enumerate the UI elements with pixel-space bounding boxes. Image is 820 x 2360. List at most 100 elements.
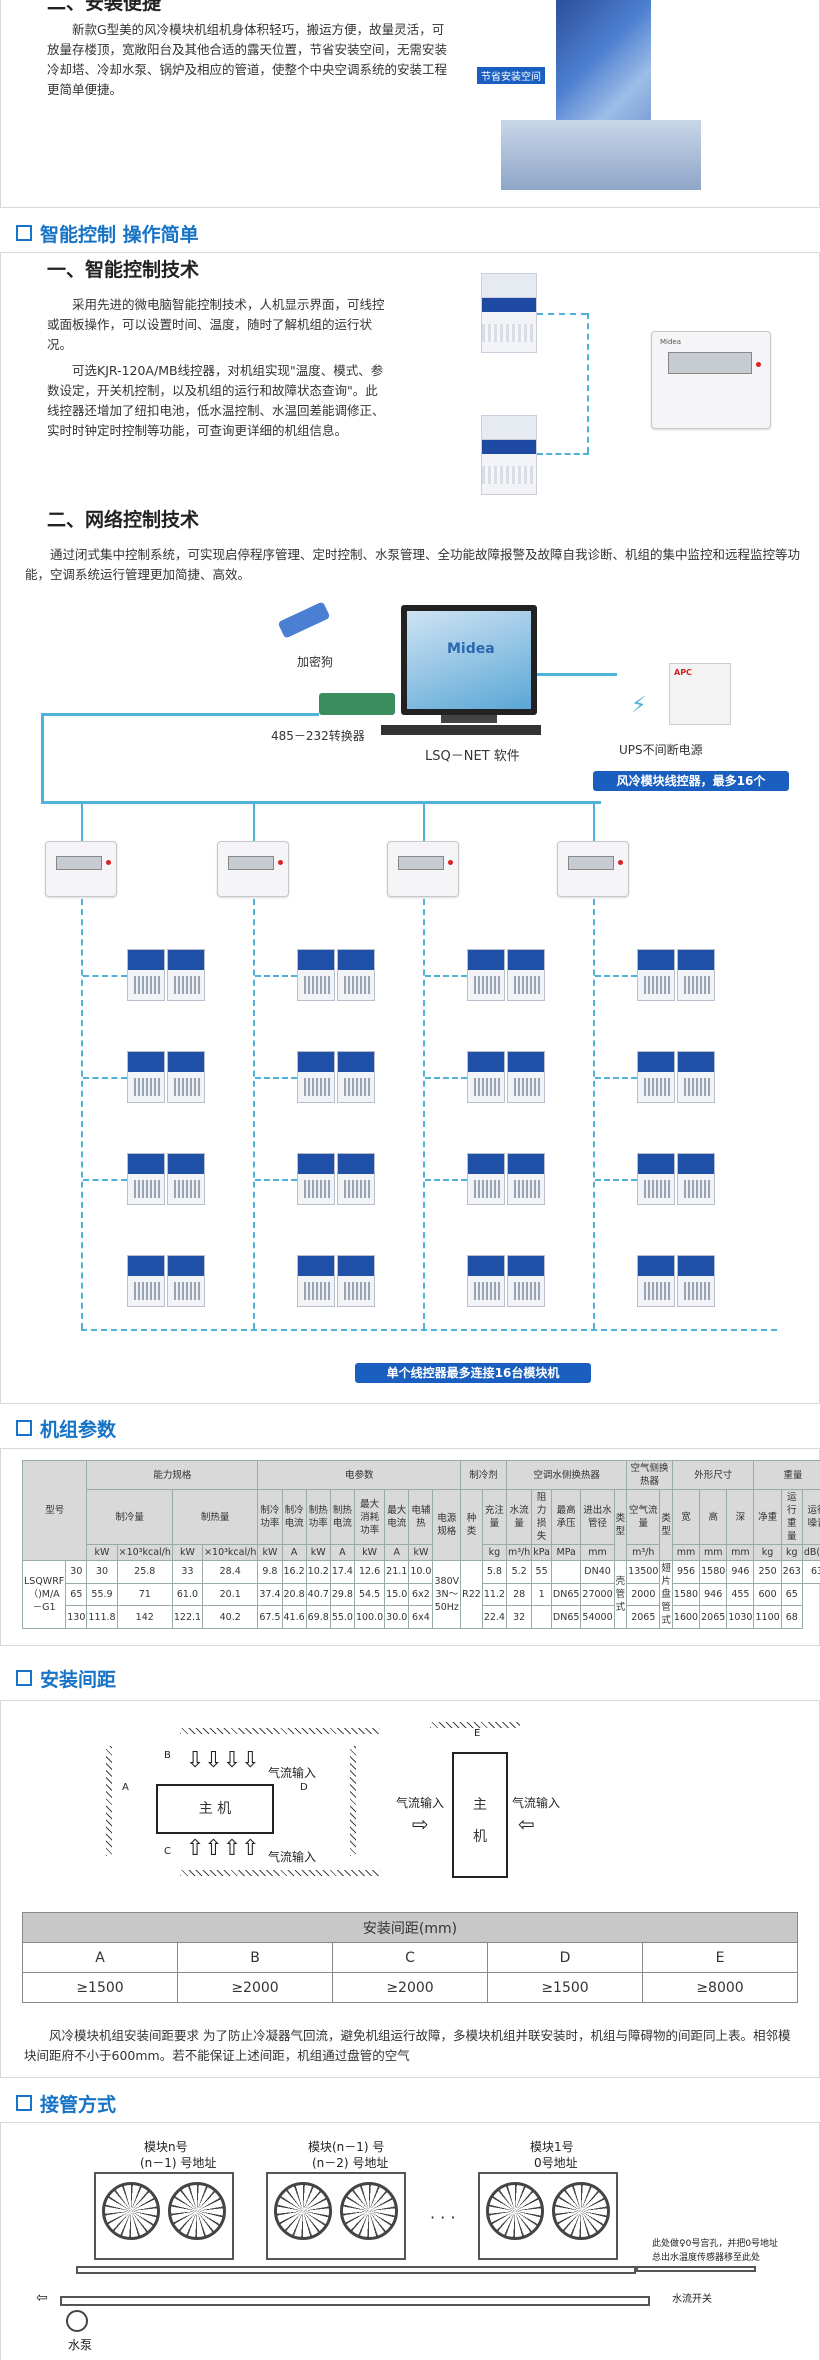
th-unit: kW xyxy=(257,1544,283,1561)
cell: 54.5 xyxy=(353,1582,386,1607)
wall-hatch xyxy=(106,1746,112,1856)
module-wire xyxy=(83,975,127,977)
module-unit xyxy=(467,1051,545,1103)
smart-control-p1: 采用先进的微电脑智能控制技术，人机显示界面，可线控或面板操作，可以设置时间、温度… xyxy=(47,297,385,352)
module-unit xyxy=(127,949,205,1001)
install-body: 新款G型美的风冷模块机组机身体积轻巧，搬运方便，故量灵活，可放量存楼顶，宽敞阳台… xyxy=(47,22,448,97)
flow-switch-label: 水流开关 xyxy=(672,2294,712,2305)
th-dimensions: 外形尺寸 xyxy=(671,1460,755,1490)
cell: 68 xyxy=(780,1605,803,1629)
label-d: D xyxy=(300,1782,308,1793)
spacing-title-text: 安装间距 xyxy=(40,1668,117,1691)
cell: 130 xyxy=(65,1605,88,1629)
th-unit: ×10³kcal/h xyxy=(202,1544,259,1561)
module-wire xyxy=(255,1077,297,1079)
cell: DN40 xyxy=(580,1560,615,1584)
title-square-icon xyxy=(16,225,32,241)
cell: 25.8 xyxy=(116,1560,173,1584)
building-base-image xyxy=(501,120,701,190)
cell xyxy=(550,1560,582,1584)
cell: 5.2 xyxy=(505,1560,533,1584)
wall-hatch xyxy=(180,1870,380,1876)
th: 空气流量 xyxy=(626,1489,661,1545)
th: 最大消耗功率 xyxy=(353,1489,386,1545)
spacing-table-title: 安装间距(mm) xyxy=(22,1912,798,1943)
mod-n-label: 模块n号 xyxy=(144,2140,188,2154)
cell: 9.8 xyxy=(257,1560,283,1584)
pipe-outlet xyxy=(636,2266,756,2272)
bus-line xyxy=(41,713,319,716)
module-wire xyxy=(595,975,637,977)
cell xyxy=(531,1605,552,1629)
cell: 63 xyxy=(801,1560,820,1584)
cell: 1100 xyxy=(753,1605,782,1629)
cell: 2065 xyxy=(626,1605,661,1629)
cell: 6x4 xyxy=(408,1605,434,1629)
cell: 30 xyxy=(65,1560,88,1584)
title-square-icon xyxy=(16,2095,32,2111)
th-water-hx: 空调水侧换热器 xyxy=(505,1460,628,1490)
cell: 263 xyxy=(780,1560,803,1584)
pipe-section-title: 接管方式 xyxy=(16,2090,116,2116)
title-square-icon xyxy=(16,1670,32,1686)
th-unit: mm xyxy=(699,1544,728,1561)
fan-icon xyxy=(486,2182,544,2240)
keyboard-image xyxy=(381,725,541,735)
ups-brand: APC xyxy=(674,668,692,677)
arrow-left-icon: ⇦ xyxy=(518,1812,535,1836)
th-unit: A xyxy=(384,1544,410,1561)
cell: 956 xyxy=(671,1560,701,1584)
control-panel: 一、智能控制技术 采用先进的微电脑智能控制技术，人机显示界面，可线控或面板操作，… xyxy=(0,252,820,1404)
spacing-table: 安装间距(mm) A B C D E ≥1500 ≥2000 ≥2000 ≥15… xyxy=(22,1912,798,2003)
th: 电辅热 xyxy=(408,1489,434,1545)
cell: 21.1 xyxy=(384,1560,410,1584)
host-box-vertical: 主 机 xyxy=(452,1752,508,1878)
cell: 1600 xyxy=(671,1605,701,1629)
module-wire xyxy=(423,899,425,1329)
cell: 946 xyxy=(726,1560,755,1584)
pipe-note-2: 总出水温度传感器移至此处 xyxy=(652,2253,761,2263)
cell: 17.4 xyxy=(329,1560,355,1584)
network-control-p: 通过闭式集中控制系统，可实现启停程序管理、定时控制、水泵管理、全功能故障报警及故… xyxy=(25,547,801,582)
module-controller-4 xyxy=(557,841,629,897)
cell: 250 xyxy=(753,1560,782,1584)
converter-image xyxy=(319,693,395,715)
bus-line xyxy=(41,801,601,804)
th: 最大电流 xyxy=(384,1489,410,1545)
th-unit: mm xyxy=(726,1544,755,1561)
cell: 12.6 xyxy=(353,1560,386,1584)
th: 进出水管径 xyxy=(580,1489,615,1545)
cell: DN65 xyxy=(550,1582,582,1607)
software-label: LSQ－NET 软件 xyxy=(425,749,520,764)
cell: 37.4 xyxy=(257,1582,283,1607)
install-heading: 二、安装便捷 xyxy=(47,0,162,14)
module-controller-2 xyxy=(217,841,289,897)
cell: 40.2 xyxy=(202,1605,259,1629)
lightning-icon: ⚡ xyxy=(631,693,647,718)
cell: 65 xyxy=(780,1582,803,1607)
pump-label: 水泵 xyxy=(68,2338,93,2352)
module-wire xyxy=(81,899,83,1329)
module-wire xyxy=(83,1179,127,1181)
th: 深 xyxy=(726,1489,755,1545)
th-electrical: 电参数 xyxy=(257,1460,462,1490)
airflow-label-bottom: 气流输入 xyxy=(268,1850,317,1864)
th-air-hx: 空气侧换热器 xyxy=(626,1460,673,1490)
th-refrigerant: 制冷剂 xyxy=(460,1460,507,1490)
th: 宽 xyxy=(671,1489,701,1545)
monitor-brand: Midea xyxy=(447,641,495,657)
spacing-section-title: 安装间距 xyxy=(16,1665,116,1691)
cell: 16.2 xyxy=(281,1560,307,1584)
bus-line xyxy=(41,713,44,803)
cell: 69.8 xyxy=(305,1605,331,1629)
cell: ≥8000 xyxy=(642,1972,798,2003)
th-unit: ×10³kcal/h xyxy=(116,1544,173,1561)
th-capacity: 能力规格 xyxy=(86,1460,259,1490)
fan-icon xyxy=(552,2182,610,2240)
cell: 946 xyxy=(699,1582,728,1607)
module-unit xyxy=(127,1051,205,1103)
model-cell: LSQWRF（)M/A－G1 xyxy=(21,1560,67,1629)
cell: 55.0 xyxy=(329,1605,355,1629)
module-wire xyxy=(425,975,467,977)
module-wire xyxy=(255,1179,297,1181)
